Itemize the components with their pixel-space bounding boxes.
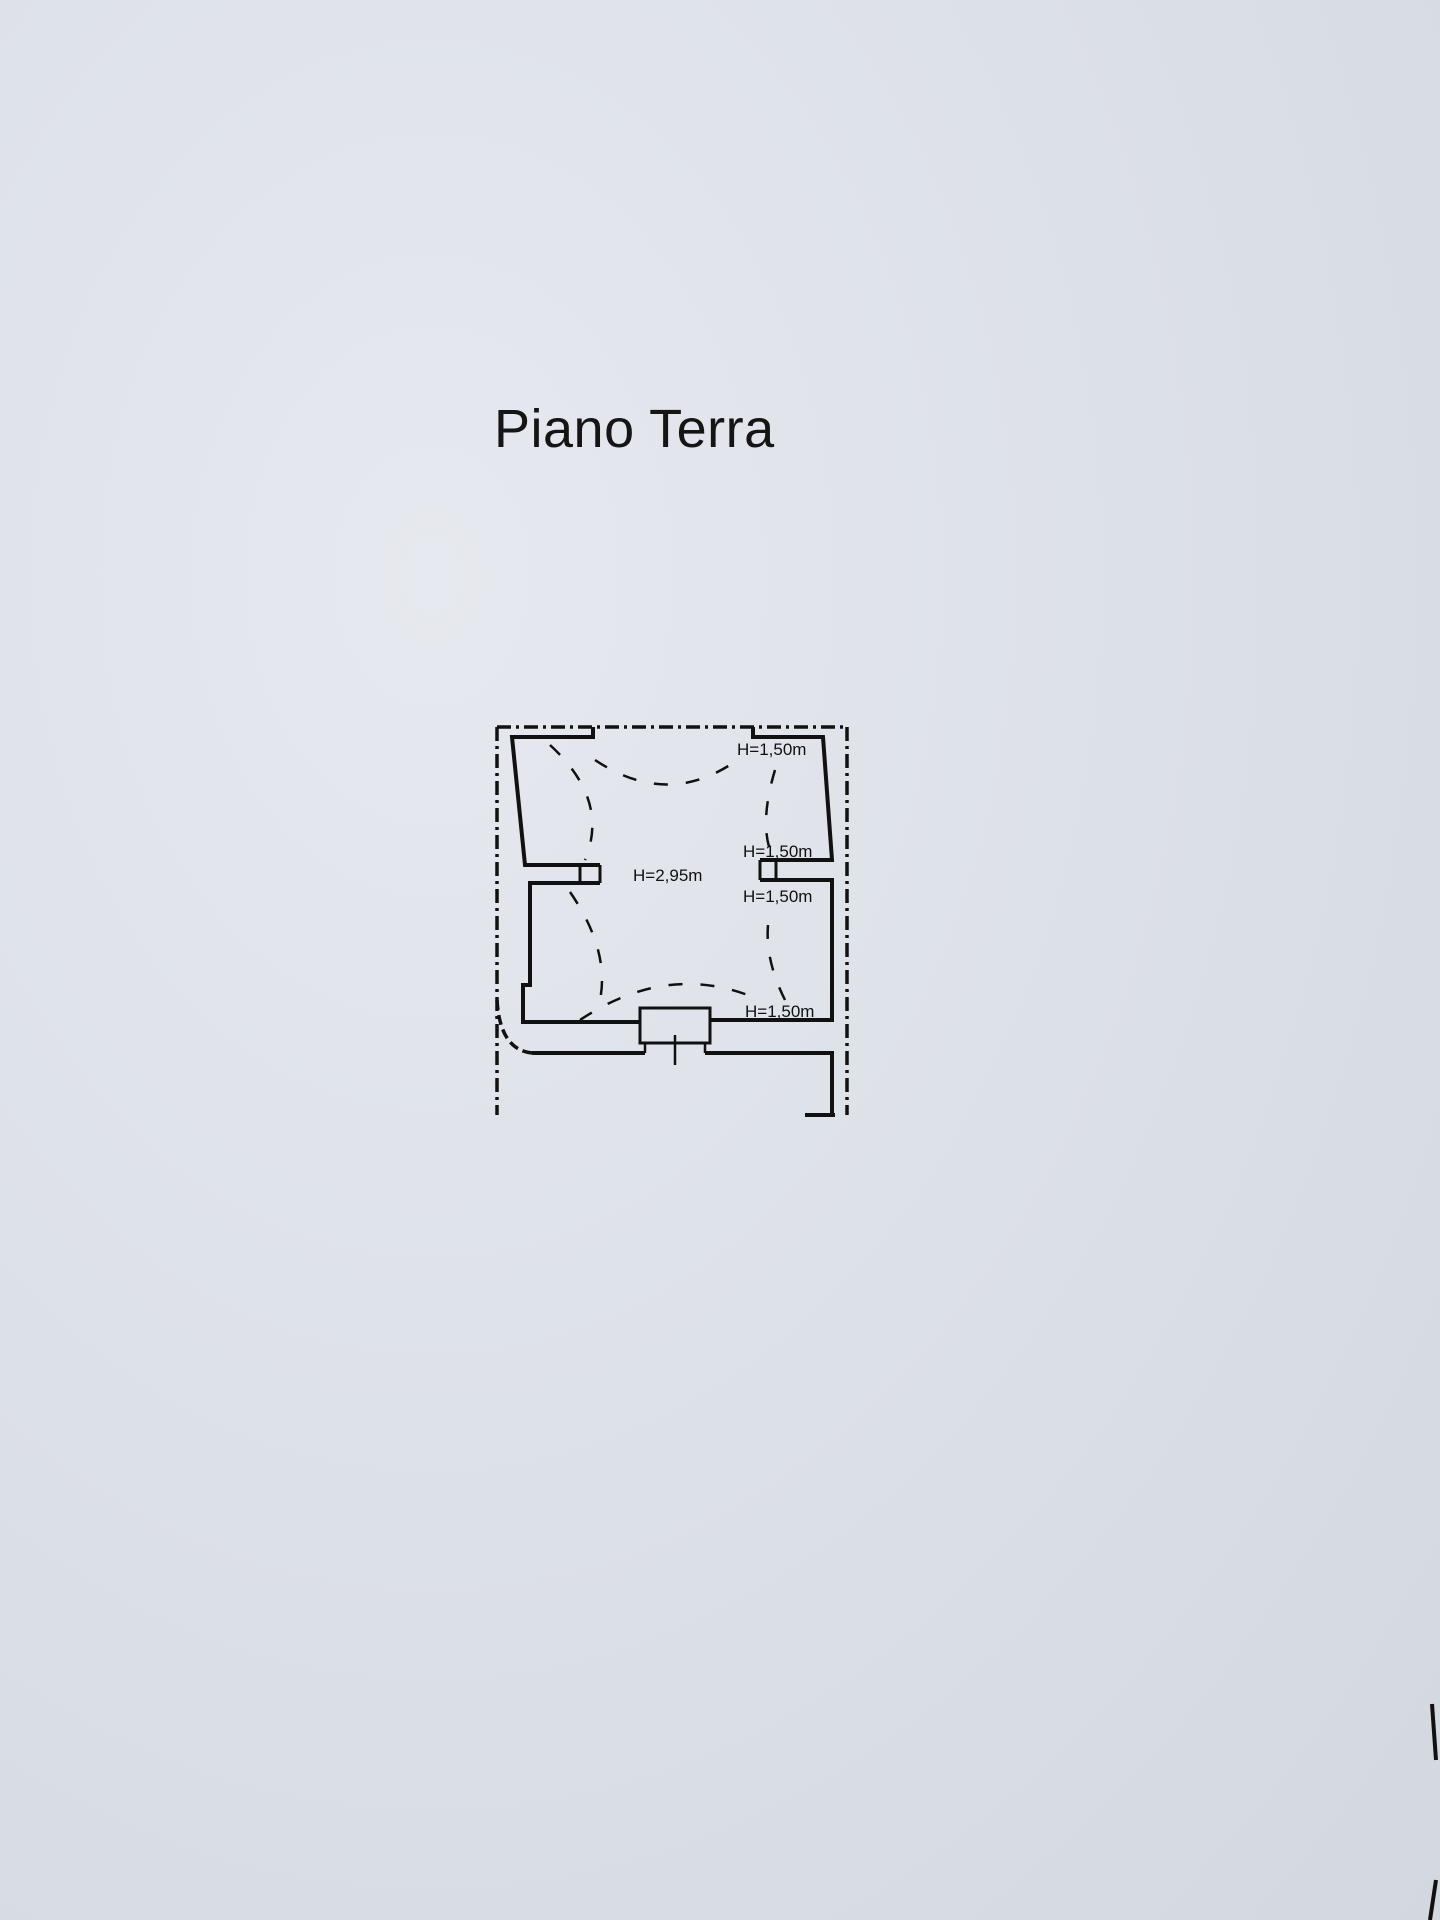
vault-dashed-lines <box>549 744 787 1022</box>
height-label-mid-right-lower: H=1,50m <box>743 887 812 906</box>
height-label-mid-right-upper: H=1,50m <box>743 842 812 861</box>
height-label-center: H=2,95m <box>633 866 702 885</box>
edge-pen-mark <box>1428 1703 1438 1920</box>
walls <box>509 727 835 1117</box>
page-title: Piano Terra <box>494 399 775 459</box>
height-label-bottom-right: H=1,50m <box>745 1002 814 1021</box>
outer-boundary-dashed <box>495 725 849 1115</box>
height-label-top-right: H=1,50m <box>737 740 806 759</box>
